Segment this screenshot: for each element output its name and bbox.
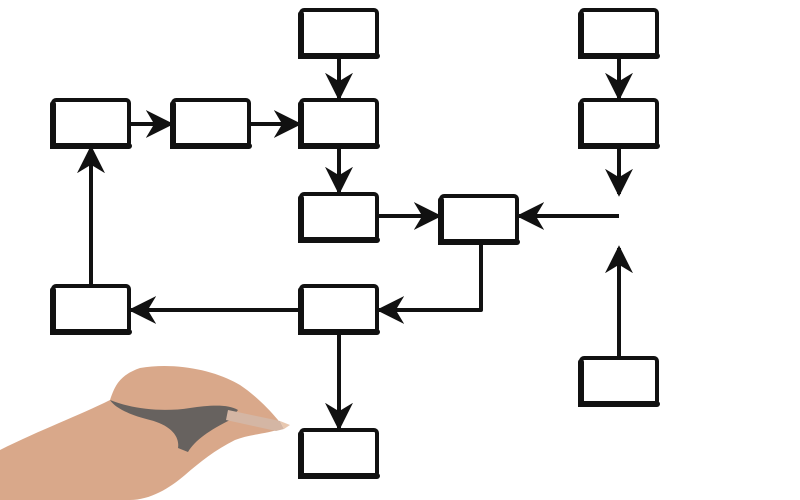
hand-shape (0, 365, 283, 500)
flowchart-box-n4 (298, 98, 380, 149)
flowchart-box-n5 (578, 8, 660, 59)
marker-tip (280, 421, 290, 429)
marker-pen (226, 410, 284, 431)
edges (77, 56, 633, 431)
flowchart-box-n1 (298, 8, 380, 59)
flowchart-box-n11 (578, 356, 660, 407)
flowchart-box-n10 (50, 284, 132, 335)
flowchart-box-n13 (298, 428, 380, 479)
flowchart-box-n6 (298, 192, 380, 243)
flowchart-box-n2 (50, 98, 132, 149)
flowchart-box-n3 (170, 98, 252, 149)
hand-shadow (110, 400, 238, 452)
edge-n7-n9 (376, 242, 483, 324)
nodes (50, 8, 660, 479)
flowchart-box-n9 (298, 284, 380, 335)
flowchart-box-n8 (578, 98, 660, 149)
hand-with-marker-icon (0, 365, 290, 500)
flowchart-box-n7 (438, 194, 520, 245)
